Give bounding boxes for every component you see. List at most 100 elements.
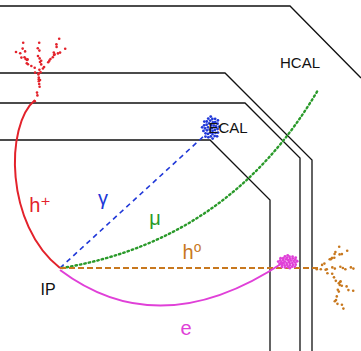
shower-dot [209, 135, 212, 138]
shower-dot [296, 260, 299, 263]
shower-dot [30, 65, 33, 68]
particle-name: γ [98, 188, 108, 208]
photon-track [60, 135, 205, 268]
shower-dot [20, 56, 23, 59]
shower-dot [38, 78, 41, 81]
shower-dot [323, 262, 326, 265]
shower-dot [53, 54, 56, 57]
shower-dot [209, 115, 212, 118]
shower-dot [34, 100, 37, 103]
shower-dot [21, 47, 24, 50]
shower-dot [326, 272, 329, 275]
ecal-outer-boundary [0, 103, 300, 351]
shower-dot [320, 268, 323, 271]
shower-dot [333, 256, 336, 259]
electron-track [60, 262, 284, 306]
shower-dot [345, 285, 348, 288]
shower-dot [49, 58, 52, 61]
shower-dot [33, 67, 36, 70]
shower-dot [38, 83, 41, 86]
ecal-inner-boundary [0, 140, 270, 351]
shower-dot [316, 268, 319, 271]
detector-layer-name: HCAL [280, 55, 320, 70]
hadron-shower [15, 51, 28, 65]
shower-dot [341, 303, 344, 306]
shower-dot [38, 57, 41, 60]
shower-dot [40, 60, 43, 63]
particle-name: μ [149, 208, 161, 228]
shower-dot [55, 43, 58, 46]
shower-dot [40, 63, 43, 66]
shower-dot [288, 267, 291, 270]
shower-dot [58, 38, 61, 41]
hadron-shower-neutral [320, 268, 355, 292]
shower-dot [284, 266, 287, 269]
shower-dot [341, 253, 344, 256]
shower-dot [205, 123, 208, 126]
shower-dot [339, 284, 342, 287]
shower-dot [333, 276, 336, 279]
shower-dot [24, 50, 27, 53]
shower-dot [38, 72, 41, 75]
shower-dot [24, 58, 27, 61]
shower-dot [336, 303, 339, 306]
hadron-shower [38, 38, 61, 75]
shower-dot [205, 120, 208, 123]
shower-dot [335, 280, 338, 283]
shower-dot [26, 62, 29, 65]
shower-dot [34, 71, 37, 74]
shower-dot [204, 135, 207, 138]
shower-dot [321, 264, 324, 267]
particle-name: h⁰ [182, 242, 201, 262]
hadron-shower [21, 42, 40, 81]
neutral-hadron-track [60, 267, 318, 269]
hcal-inner-boundary [0, 73, 312, 351]
shower-dot [294, 256, 297, 259]
shower-dot [203, 120, 206, 123]
shower-dot [346, 250, 349, 253]
shower-dot [55, 46, 58, 49]
hadron-shower-neutral [316, 250, 349, 271]
shower-dot [338, 290, 341, 293]
shower-dot [293, 265, 296, 268]
shower-dot [280, 266, 283, 269]
shower-dot [216, 135, 219, 138]
shower-dot [38, 42, 41, 45]
shower-dot [331, 266, 334, 269]
showers [15, 38, 355, 310]
shower-dot [213, 135, 216, 138]
hadron-shower [52, 48, 67, 59]
shower-dot [334, 251, 337, 254]
shower-dot [330, 258, 333, 261]
shower-dot [286, 254, 289, 257]
particle-name: h⁺ [29, 195, 51, 215]
shower-dot [350, 266, 353, 269]
shower-dot [22, 42, 25, 45]
shower-dot [38, 86, 41, 89]
interaction-point-label: IP [40, 282, 55, 298]
shower-dot [339, 266, 342, 269]
shower-dot [338, 253, 341, 256]
shower-dot [335, 299, 338, 302]
shower-dot [38, 49, 41, 52]
shower-dot [204, 132, 207, 135]
shower-dot [43, 66, 46, 69]
shower-dot [52, 56, 55, 59]
shower-dot [53, 51, 56, 54]
shower-dot [37, 55, 40, 58]
shower-dot [342, 307, 345, 310]
detector-layer-name: ECAL [208, 120, 247, 135]
hadron-shower-neutral [334, 282, 345, 310]
shower-dot [331, 273, 334, 276]
muon-track [62, 90, 318, 268]
shower-dot [279, 257, 282, 260]
shower-dot [352, 290, 355, 293]
shower-dot [59, 51, 62, 54]
shower-dot [347, 289, 350, 292]
shower-dot [207, 136, 210, 139]
shower-dot [37, 47, 40, 50]
shower-dot [36, 94, 39, 97]
hadron-shower-neutral [326, 266, 355, 271]
